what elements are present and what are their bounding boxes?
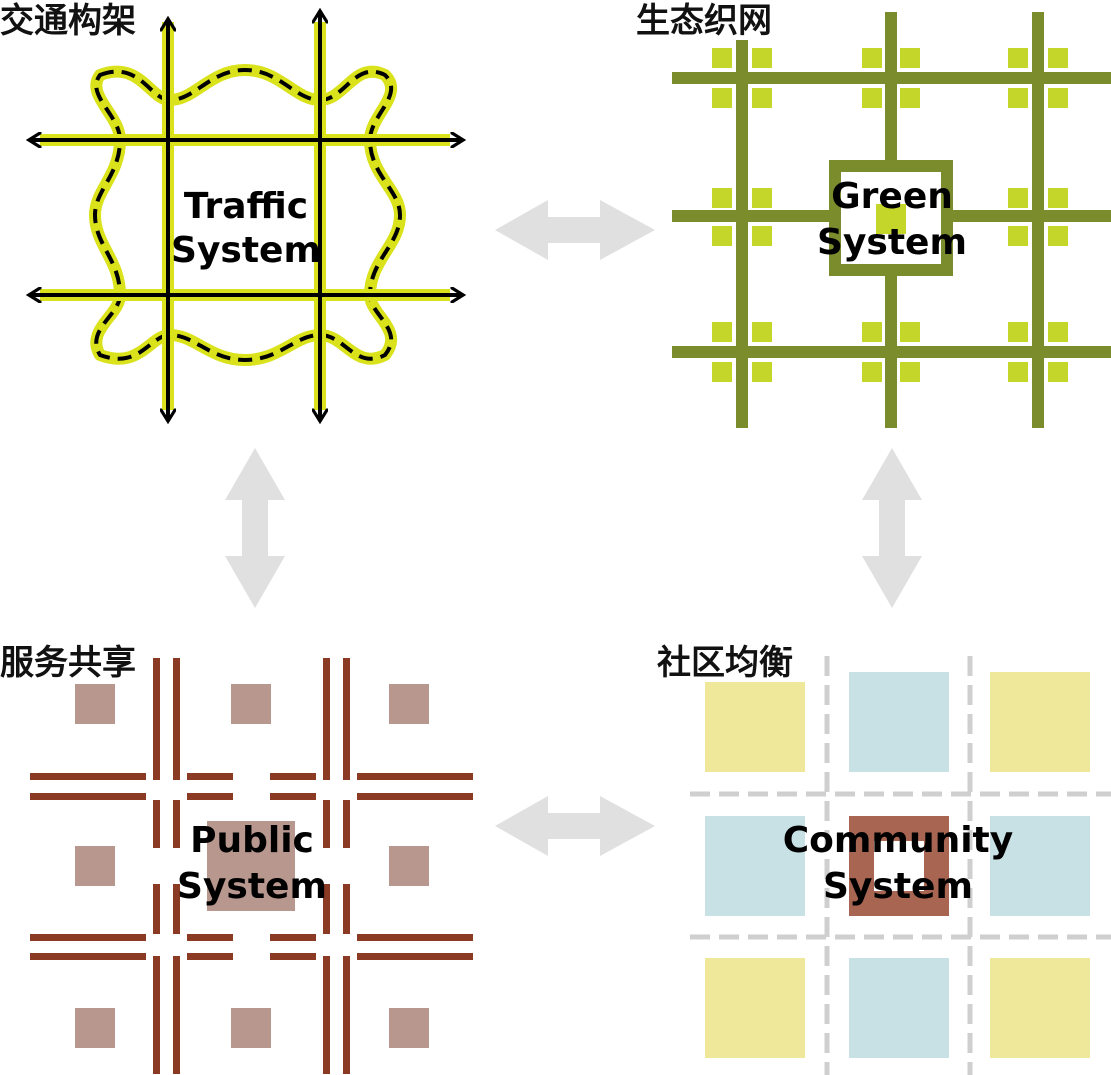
public-heading: 服务共享: [0, 643, 136, 683]
public-core-block: [207, 821, 295, 911]
green-patches: [712, 48, 1068, 382]
double-arrow-icon-right: [862, 448, 922, 608]
community-heading: 社区均衡: [657, 643, 793, 683]
traffic-ring-dashed: [93, 68, 402, 362]
public-roads: [30, 658, 473, 1074]
public-blocks: [75, 684, 429, 1048]
double-arrow-icon-bottom: [495, 796, 655, 856]
traffic-panel: Traffic System 交通构架: [0, 0, 460, 418]
public-label-line1: Public: [190, 820, 314, 861]
green-panel: Green System 生态织网: [636, 0, 1111, 428]
public-panel: Public System 服务共享: [0, 640, 473, 1074]
double-arrow-icon-left: [225, 448, 285, 608]
green-label-line2: System: [817, 222, 967, 263]
community-blocks: [705, 672, 1090, 1058]
green-grid: [672, 12, 1111, 428]
green-heading: 生态织网: [636, 1, 772, 41]
traffic-label-line2: System: [171, 230, 321, 271]
traffic-label-line1: Traffic: [184, 186, 308, 227]
community-panel: Community System 社区均衡: [656, 640, 1111, 1075]
public-label-line2: System: [177, 866, 327, 907]
green-core-frame: [829, 160, 953, 276]
community-label-line1: Community: [783, 820, 1013, 861]
traffic-heading: 交通构架: [0, 1, 136, 41]
community-dashed-roads: [690, 656, 1111, 1075]
community-label-line2: System: [823, 866, 973, 907]
green-label-line1: Green: [831, 176, 953, 217]
double-arrow-icon-top: [495, 200, 655, 260]
